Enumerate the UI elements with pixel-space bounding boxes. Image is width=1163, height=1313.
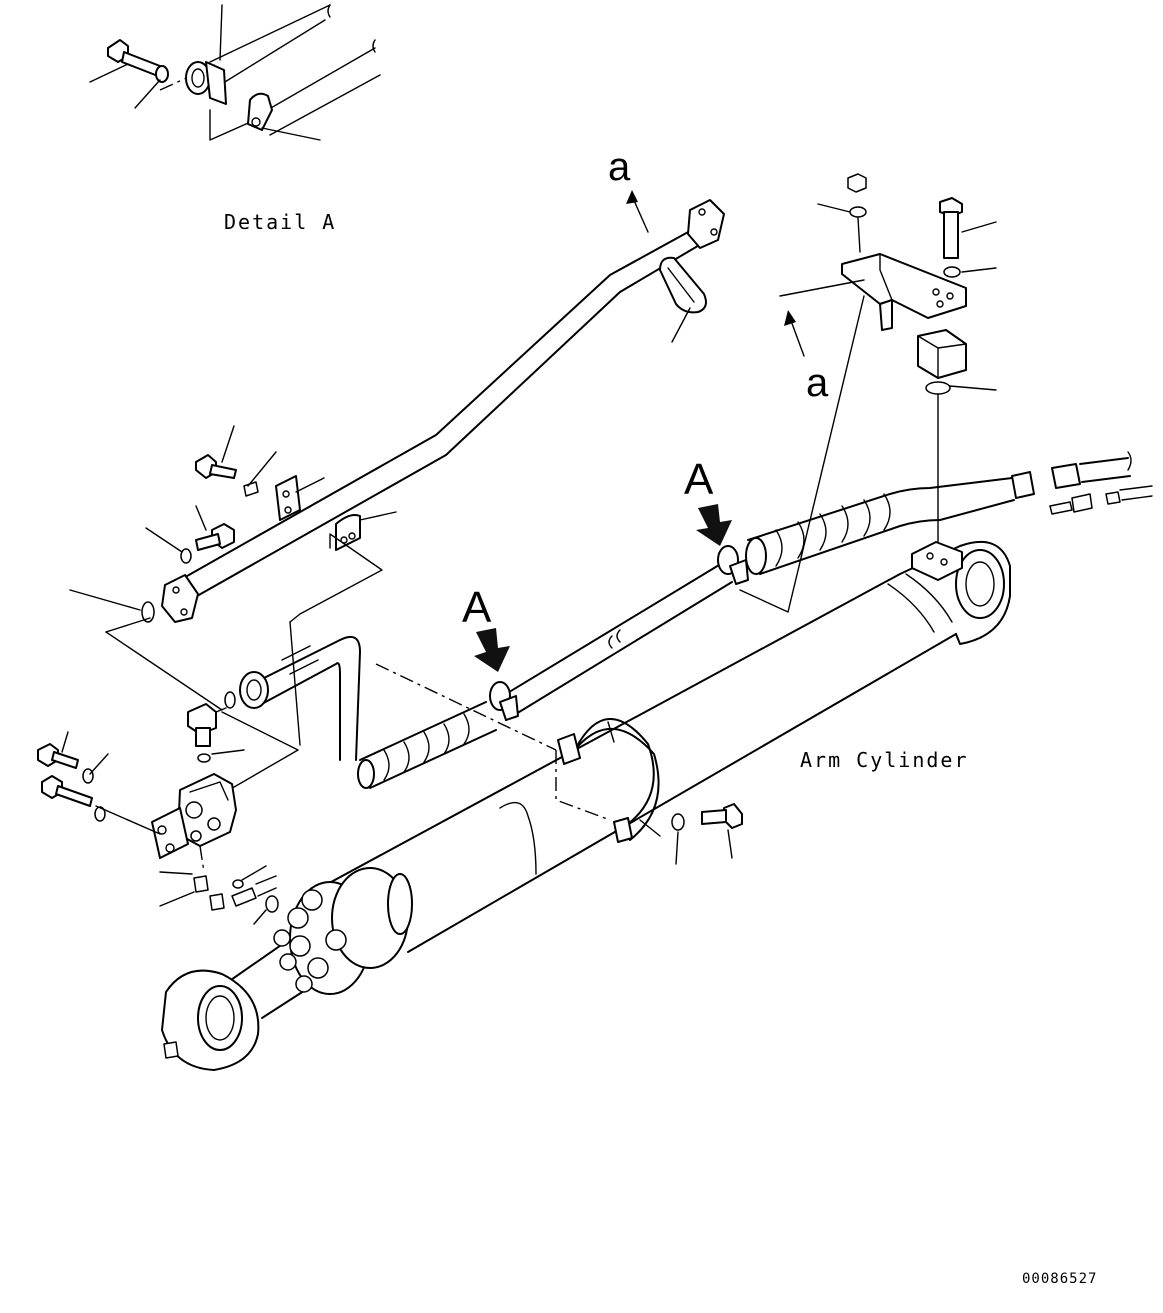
detail-a-inset: Detail A xyxy=(89,4,381,234)
view-marker-right: A xyxy=(684,455,732,546)
plug-fitting-icon xyxy=(193,875,209,893)
pipe-clip-icon xyxy=(247,92,273,131)
bolt-icon xyxy=(939,197,963,259)
washer-icon xyxy=(155,65,169,83)
pipe-fitting-icon xyxy=(1049,485,1153,515)
arm-cylinder: Arm Cylinder xyxy=(161,541,1011,1071)
bracket-plate-icon xyxy=(841,253,967,331)
o-ring-icon xyxy=(925,381,951,395)
hose-fitting-icon xyxy=(1011,451,1132,499)
washer-icon xyxy=(849,206,867,218)
ref-label-a-right: a xyxy=(806,361,829,405)
cylinder-bracket: a xyxy=(779,173,997,549)
valve-body-icon xyxy=(151,773,237,859)
upper-steel-pipe: a xyxy=(161,145,725,623)
bolt-icon xyxy=(195,523,235,551)
arm-cylinder-label: Arm Cylinder xyxy=(800,748,969,772)
pipe-flange-icon xyxy=(687,199,725,249)
hose-clamp-icon xyxy=(489,681,519,721)
spacer-block-icon xyxy=(917,329,967,379)
pipe-fitting-icon xyxy=(231,887,257,907)
hydraulic-hose xyxy=(224,295,1153,789)
clip-bracket-icon xyxy=(335,514,361,551)
band-clamp-icon xyxy=(557,718,661,843)
washer-icon xyxy=(180,548,192,564)
detail-a-title: Detail A xyxy=(224,210,336,234)
left-clamp-parts xyxy=(69,425,397,746)
pipe-flange-lower-icon xyxy=(161,574,199,623)
bolt-icon xyxy=(37,743,79,769)
bolt-icon xyxy=(701,803,743,829)
drawing-number: 00086527 xyxy=(1022,1271,1097,1287)
clamp-flange-icon xyxy=(185,61,227,105)
elbow-fitting-icon xyxy=(187,703,227,747)
view-marker-left: A xyxy=(462,583,510,672)
o-ring-icon xyxy=(141,601,155,623)
arrow-down-icon xyxy=(696,504,732,546)
arrow-down-icon xyxy=(474,628,510,672)
bolt-icon xyxy=(107,39,161,77)
o-ring-icon xyxy=(265,895,279,913)
bolt-icon xyxy=(41,775,93,807)
bracket-icon xyxy=(275,475,301,521)
piston-icon xyxy=(273,867,413,995)
safety-valve-assembly xyxy=(37,703,299,925)
washer-icon xyxy=(82,768,94,784)
ref-label-a-top: a xyxy=(608,145,631,189)
view-marker-a-right: A xyxy=(684,455,714,504)
washer-icon xyxy=(671,813,685,831)
hose-clamp-icon xyxy=(717,545,749,585)
port-block-icon xyxy=(911,541,963,581)
o-ring-icon xyxy=(197,753,211,763)
u-clip-icon xyxy=(659,256,707,314)
washer-icon xyxy=(943,266,961,278)
view-marker-a-left: A xyxy=(462,583,492,632)
bolt-icon xyxy=(195,454,237,479)
nut-icon xyxy=(847,173,867,193)
